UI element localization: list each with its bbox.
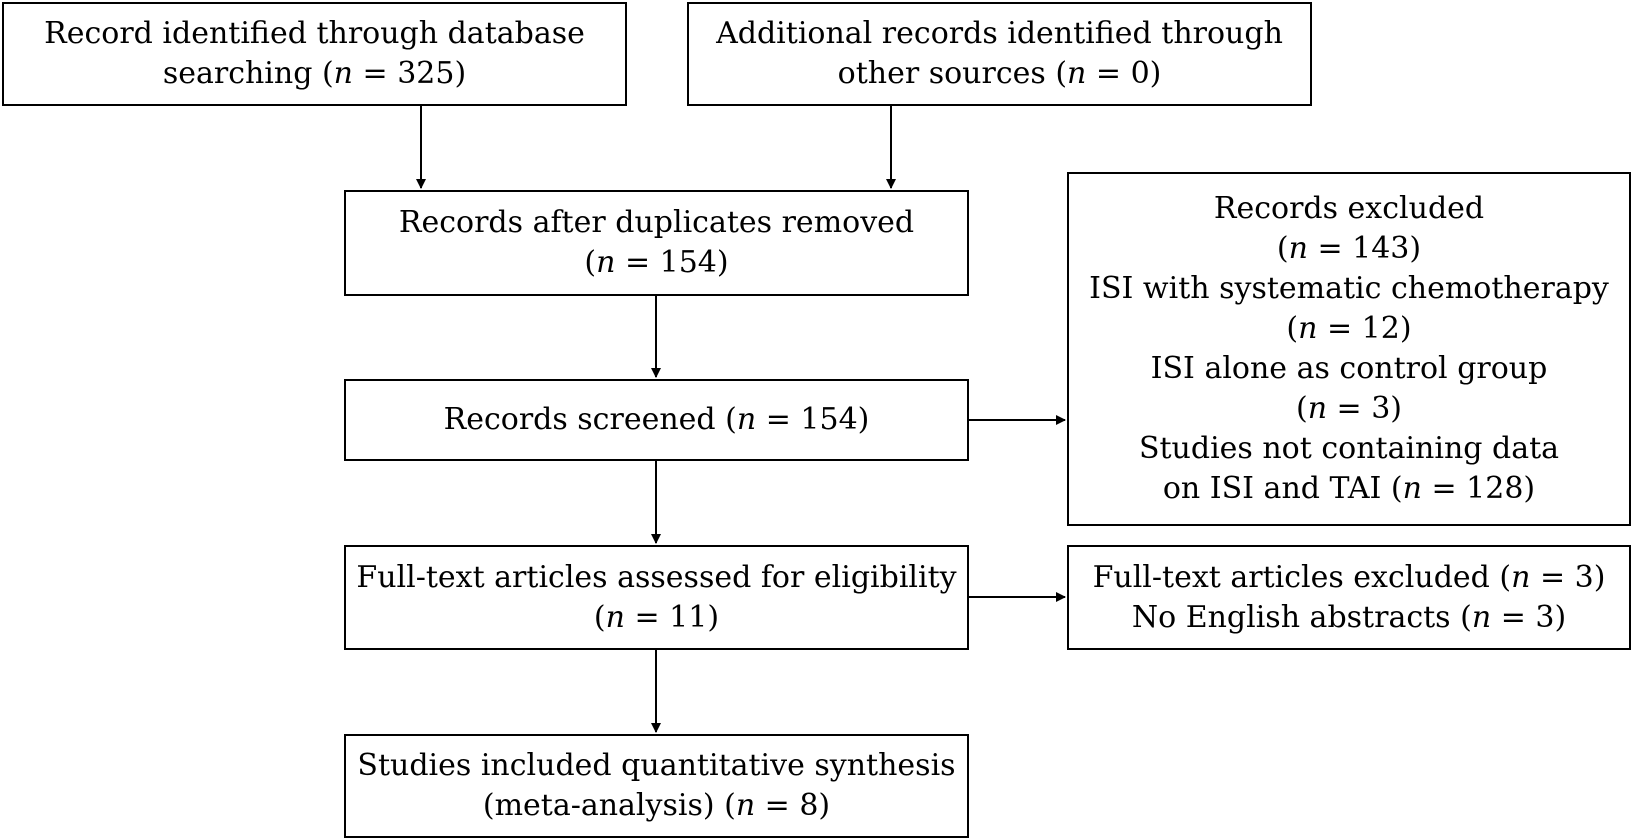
text-segment: Records after duplicates removed bbox=[398, 205, 915, 240]
text-segment: = 325) bbox=[353, 56, 467, 91]
box-records-excluded: Records excluded(n = 143)ISI with system… bbox=[1067, 172, 1631, 526]
box-text-line: Studies included quantitative synthesis bbox=[357, 746, 955, 786]
box-text-line: on ISI and TAI (n = 128) bbox=[1163, 469, 1535, 509]
count-variable: n bbox=[1511, 559, 1531, 595]
count-variable: n bbox=[735, 788, 756, 823]
text-segment: on ISI and TAI ( bbox=[1162, 471, 1403, 506]
text-segment: Studies not containing data bbox=[1138, 431, 1560, 466]
text-segment: ( bbox=[584, 245, 597, 280]
box-text-line: Records screened (n = 154) bbox=[444, 400, 870, 440]
text-segment: No English abstracts ( bbox=[1131, 599, 1472, 635]
text-segment: Record identified through database bbox=[44, 16, 585, 51]
box-text-line: (meta-analysis) (n = 8) bbox=[483, 786, 830, 826]
count-variable: n bbox=[596, 245, 616, 280]
box-text-line: searching (n = 325) bbox=[163, 54, 466, 94]
text-segment: = 11) bbox=[624, 599, 720, 635]
box-text-line: ISI alone as control group bbox=[1151, 349, 1548, 389]
count-variable: n bbox=[333, 56, 353, 91]
box-full-text-assessed: Full-text articles assessed for eligibil… bbox=[344, 545, 969, 650]
count-variable: n bbox=[1471, 599, 1492, 635]
count-variable: n bbox=[1298, 311, 1318, 346]
box-text-line: Full-text articles excluded (n = 3) bbox=[1093, 558, 1606, 598]
text-segment: Additional records identified through bbox=[716, 16, 1283, 51]
text-segment: Records excluded bbox=[1213, 191, 1485, 226]
box-text-line: Studies not containing data bbox=[1139, 429, 1559, 469]
text-segment: ISI alone as control group bbox=[1150, 351, 1548, 386]
text-segment: ( bbox=[593, 599, 606, 635]
box-text-line: (n = 154) bbox=[584, 243, 728, 283]
box-duplicates-removed: Records after duplicates removed(n = 154… bbox=[344, 190, 969, 296]
text-segment: = 143) bbox=[1307, 231, 1422, 266]
text-segment: (meta-analysis) ( bbox=[482, 788, 736, 823]
count-variable: n bbox=[1067, 56, 1087, 91]
box-text-line: other sources (n = 0) bbox=[838, 54, 1162, 94]
box-text-line: Records after duplicates removed bbox=[399, 203, 914, 243]
text-segment: = 3) bbox=[1530, 559, 1606, 595]
box-text-line: (n = 11) bbox=[594, 598, 719, 638]
text-segment: ISI with systematic chemotherapy bbox=[1089, 271, 1609, 306]
text-segment: searching ( bbox=[162, 56, 334, 91]
box-text-line: (n = 12) bbox=[1286, 309, 1411, 349]
box-text-line: Record identified through database bbox=[44, 14, 585, 54]
box-full-text-excluded: Full-text articles excluded (n = 3)No En… bbox=[1067, 545, 1631, 650]
text-segment: = 3) bbox=[1491, 599, 1567, 635]
count-variable: n bbox=[1288, 231, 1308, 266]
text-segment: = 154) bbox=[756, 402, 870, 437]
text-segment: = 128) bbox=[1421, 471, 1536, 506]
text-segment: Records screened ( bbox=[443, 402, 737, 437]
text-segment: other sources ( bbox=[837, 56, 1068, 91]
text-segment: = 12) bbox=[1317, 311, 1412, 346]
text-segment: ( bbox=[1286, 311, 1299, 346]
box-text-line: Full-text articles assessed for eligibil… bbox=[356, 558, 956, 598]
count-variable: n bbox=[1402, 471, 1422, 506]
box-text-line: Additional records identified through bbox=[716, 14, 1283, 54]
box-text-line: Records excluded bbox=[1214, 189, 1484, 229]
text-segment: = 154) bbox=[615, 245, 729, 280]
text-segment: ( bbox=[1276, 231, 1289, 266]
box-text-line: (n = 3) bbox=[1296, 389, 1402, 429]
box-text-line: (n = 143) bbox=[1277, 229, 1421, 269]
box-text-line: ISI with systematic chemotherapy bbox=[1089, 269, 1609, 309]
text-segment: ( bbox=[1295, 391, 1308, 426]
text-segment: = 0) bbox=[1086, 56, 1162, 91]
box-records-screened: Records screened (n = 154) bbox=[344, 379, 969, 461]
count-variable: n bbox=[1307, 391, 1328, 426]
text-segment: Studies included quantitative synthesis bbox=[357, 748, 956, 783]
text-segment: = 3) bbox=[1327, 391, 1403, 426]
text-segment: Full-text articles excluded ( bbox=[1092, 559, 1512, 595]
text-segment: Full-text articles assessed for eligibil… bbox=[356, 559, 957, 595]
count-variable: n bbox=[736, 402, 757, 437]
box-text-line: No English abstracts (n = 3) bbox=[1132, 598, 1566, 638]
box-studies-included: Studies included quantitative synthesis(… bbox=[344, 734, 969, 838]
count-variable: n bbox=[605, 599, 625, 635]
text-segment: = 8) bbox=[755, 788, 831, 823]
